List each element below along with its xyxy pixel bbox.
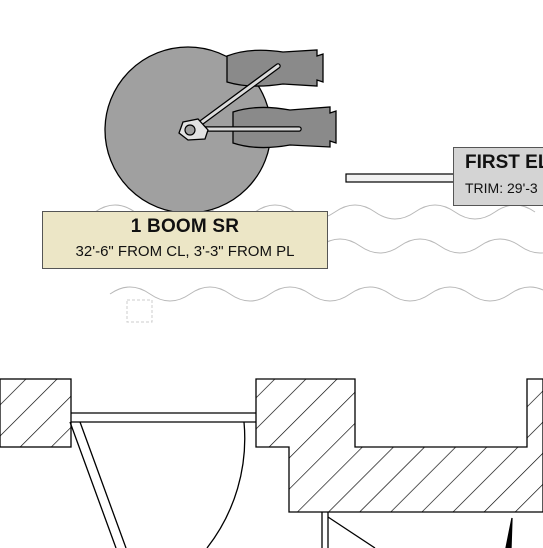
door-leaf-inner (79, 421, 127, 548)
electric-pipe (345, 173, 455, 183)
wall-left (0, 378, 72, 448)
boom-label-subtitle: 32'-6" FROM CL, 3'-3" FROM PL (75, 243, 295, 260)
electric-label-subtitle: TRIM: 29'-3 (465, 180, 538, 196)
boom-arm-diagonal-inner (192, 64, 280, 130)
wall-section (0, 378, 543, 513)
boom-unit (104, 46, 337, 214)
boom-hub (178, 118, 209, 141)
wall-center (255, 378, 543, 513)
curtain-line-middle (319, 238, 543, 254)
dashed-marker (126, 299, 153, 323)
electric-label-title: FIRST EL (465, 152, 543, 173)
boom-label: 1 BOOM SR 32'-6" FROM CL, 3'-3" FROM PL (42, 211, 328, 269)
electric-label: FIRST EL TRIM: 29'-3 (453, 147, 543, 206)
door-leaf-outer (69, 421, 117, 548)
door-swing-arc (206, 421, 246, 548)
door (69, 412, 256, 548)
boom-label-title: 1 BOOM SR (130, 216, 240, 237)
curtain-line-lower (109, 286, 543, 302)
lower-right-detail (321, 512, 513, 548)
